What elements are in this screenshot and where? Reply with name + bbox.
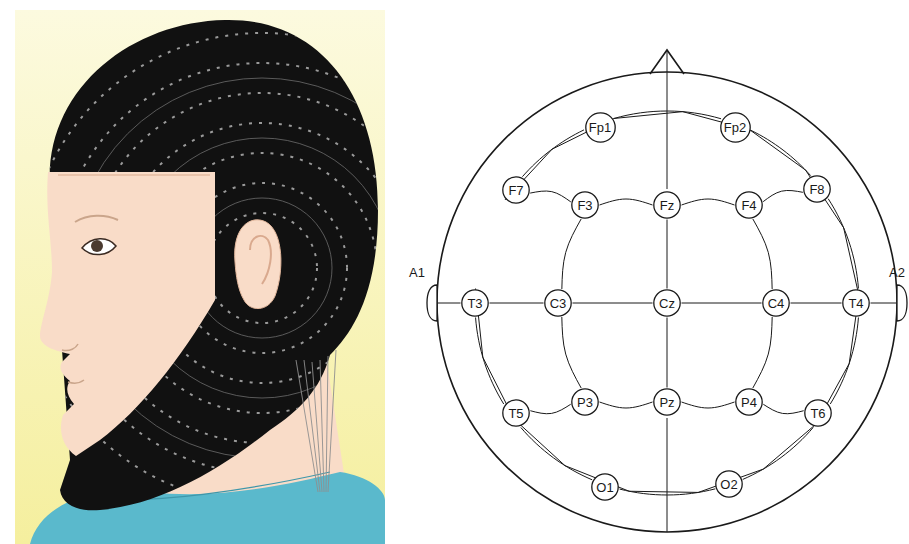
iris xyxy=(91,240,103,252)
electrode-label: A2 xyxy=(889,266,905,279)
electrode-link xyxy=(522,130,584,177)
electrode-link xyxy=(530,191,571,202)
electrode-circle: T4 xyxy=(842,289,870,317)
electrode-link xyxy=(763,404,803,413)
electrode-label: Pz xyxy=(659,396,674,409)
electrode-label: Cz xyxy=(659,297,675,310)
electrode-label: C4 xyxy=(768,297,785,310)
electrode-label: P4 xyxy=(741,396,757,409)
electrode-label: T3 xyxy=(467,297,482,310)
head-outline xyxy=(437,50,897,532)
electrode-circle: P3 xyxy=(571,388,599,416)
nostril xyxy=(62,344,78,351)
electrode-label: F7 xyxy=(508,184,523,197)
ear-fold xyxy=(250,236,271,284)
electrode-label: P3 xyxy=(577,396,593,409)
electrode-label: A1 xyxy=(409,266,425,279)
electrode-link xyxy=(753,219,772,289)
ear-outline xyxy=(427,285,437,321)
electrode-link xyxy=(682,303,762,304)
electrode-circle: O1 xyxy=(591,473,619,501)
ear-reference: A2 xyxy=(897,285,907,321)
electrode-label: F8 xyxy=(809,183,824,196)
electrode-circle: Fp2 xyxy=(720,112,751,143)
forehead-edge xyxy=(58,174,210,176)
electrode-link xyxy=(562,219,581,289)
electrode-circle: Fp1 xyxy=(585,112,616,143)
electrode-circle: F8 xyxy=(803,175,831,203)
electrode-link xyxy=(682,402,735,408)
electrode-label: Fp1 xyxy=(589,121,611,134)
electrode-link xyxy=(753,317,772,388)
electrode-link xyxy=(791,303,842,304)
electrode-link xyxy=(438,303,461,304)
mouth xyxy=(68,380,84,383)
electrode-link xyxy=(667,220,668,289)
electrode-label: F4 xyxy=(741,199,756,212)
electrode-wires xyxy=(296,350,336,492)
electrode-circle: T6 xyxy=(804,399,832,427)
eye xyxy=(82,239,116,255)
electrode-link xyxy=(476,112,859,493)
face xyxy=(40,172,215,456)
electrode-circle: P4 xyxy=(735,388,763,416)
electrode-label: T6 xyxy=(810,407,825,420)
electrode-label: O1 xyxy=(596,481,613,494)
electrode-label: Fz xyxy=(660,199,674,212)
eyebrow xyxy=(75,216,118,222)
ear xyxy=(235,220,281,309)
electrode-link xyxy=(490,303,544,304)
ear-reference: A1 xyxy=(427,285,437,321)
electrode-label: C3 xyxy=(550,297,567,310)
electrode-link xyxy=(600,402,653,408)
electrode-circle: C3 xyxy=(544,289,572,317)
electrode-circle: F7 xyxy=(502,176,530,204)
electrode-link xyxy=(667,318,668,388)
electrode-circle: Fz xyxy=(653,191,681,219)
electrode-label: T5 xyxy=(508,407,523,420)
electrode-link xyxy=(600,199,653,205)
electrode-label: F3 xyxy=(577,199,592,212)
electrode-label: T4 xyxy=(848,297,863,310)
electrode-link xyxy=(562,317,581,388)
electrode-circle: Pz xyxy=(653,388,681,416)
electrode-circle: F3 xyxy=(571,191,599,219)
electrode-link xyxy=(573,303,653,304)
midline xyxy=(667,418,668,532)
electrode-link xyxy=(763,190,803,201)
electrode-link xyxy=(871,303,897,304)
electrode-rows xyxy=(27,33,497,503)
electrode-circle: C4 xyxy=(762,289,790,317)
ear-outline xyxy=(897,285,907,321)
electrode-label: O2 xyxy=(720,478,737,491)
midline xyxy=(667,50,668,189)
electrode-circle: F4 xyxy=(735,191,763,219)
electrode-link xyxy=(530,404,570,413)
electrode-circle: T5 xyxy=(502,399,530,427)
electrode-label: Fp2 xyxy=(724,121,746,134)
electrode-link xyxy=(682,199,735,205)
electrode-circle: Cz xyxy=(653,289,681,317)
electrode-circle: O2 xyxy=(715,470,743,498)
head-illustration xyxy=(15,10,497,544)
electrode-circle: T3 xyxy=(461,289,489,317)
